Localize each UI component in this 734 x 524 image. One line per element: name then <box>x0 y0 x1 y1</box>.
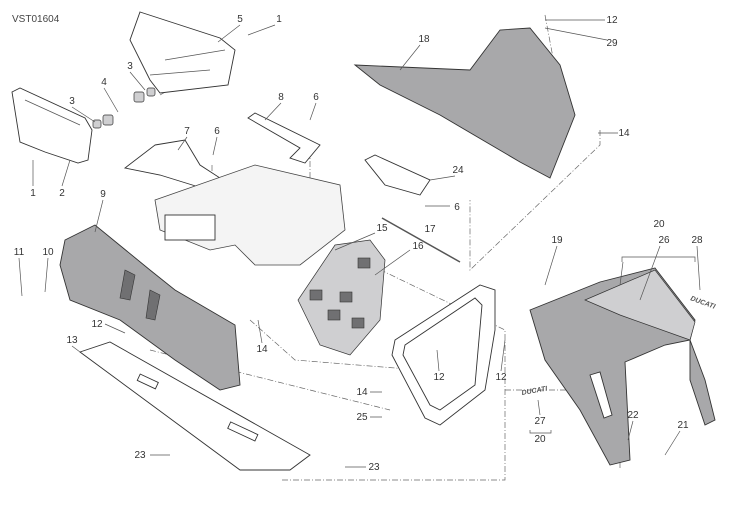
callout: 1 <box>30 188 36 199</box>
callout: 10 <box>42 247 54 258</box>
callout: 3 <box>69 96 75 107</box>
pad <box>309 289 323 301</box>
callout: 1 <box>276 14 282 25</box>
callout: 21 <box>677 420 689 431</box>
callout: 24 <box>452 165 464 176</box>
pad <box>327 309 341 321</box>
callout: 7 <box>184 126 190 137</box>
bracket-part-24 <box>364 154 431 196</box>
callout: 2 <box>59 188 65 199</box>
plate-part-8 <box>247 112 321 164</box>
bracket-20 <box>621 256 696 262</box>
spacer-4b <box>133 91 145 103</box>
bracket-part-5 <box>129 11 236 94</box>
bracket-27 <box>529 430 552 434</box>
callout: 6 <box>214 126 220 137</box>
pad <box>357 257 371 269</box>
pad <box>339 291 353 303</box>
callout: 23 <box>368 462 380 473</box>
callout: 6 <box>454 202 460 213</box>
callout: 27 <box>534 416 546 427</box>
callout: 25 <box>356 412 368 423</box>
callout: 12 <box>433 372 445 383</box>
callout: 4 <box>101 77 107 88</box>
fairing-vent <box>589 371 613 419</box>
subframe-plate <box>164 214 216 241</box>
diagram-code: VST01604 <box>12 14 60 25</box>
callout: 14 <box>618 128 630 139</box>
callout: 29 <box>606 38 618 49</box>
callout: 26 <box>658 235 670 246</box>
plate-slot-2 <box>227 421 259 442</box>
callout: 14 <box>256 344 268 355</box>
callout: 5 <box>237 14 243 25</box>
callout: 16 <box>412 241 424 252</box>
callout: 3 <box>127 61 133 72</box>
callout: 8 <box>278 92 284 103</box>
leader-lines <box>18 19 701 468</box>
spacer-4 <box>102 114 114 126</box>
callout: 18 <box>418 34 430 45</box>
callout: 6 <box>313 92 319 103</box>
callout: 19 <box>551 235 563 246</box>
callout: 17 <box>424 224 436 235</box>
callout: 9 <box>100 189 106 200</box>
windscreen-part-26 <box>584 269 696 341</box>
callout: 23 <box>134 450 146 461</box>
pad <box>351 317 365 329</box>
plate-slot <box>136 373 159 390</box>
spacer-3b <box>146 87 156 97</box>
callout: 28 <box>691 235 703 246</box>
callout: 13 <box>66 335 78 346</box>
callout: 22 <box>627 410 639 421</box>
callout: 12 <box>606 15 618 26</box>
callout-labels: 5 1 12 29 18 3 4 3 8 6 7 6 14 1 2 9 24 6… <box>14 14 703 473</box>
decal-part-27: DUCATI <box>521 385 549 397</box>
callout: 12 <box>91 319 103 330</box>
cover-part-18 <box>353 27 576 179</box>
callout: 20 <box>653 219 665 230</box>
callout: 12 <box>495 372 507 383</box>
callout: 11 <box>14 247 25 258</box>
callout: 15 <box>376 223 388 234</box>
side-cover-part-2 <box>11 87 93 164</box>
callout: 14 <box>356 387 368 398</box>
decal-part-28: DUCATI <box>689 295 717 311</box>
callout: 20 <box>534 434 546 445</box>
